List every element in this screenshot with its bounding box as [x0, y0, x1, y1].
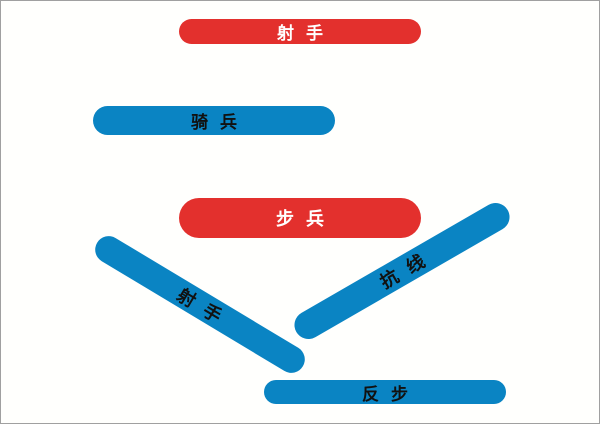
- archer-label: 射手: [277, 24, 335, 44]
- cavalry-label: 骑兵: [191, 113, 249, 133]
- infantry-bar: 步兵: [179, 198, 421, 238]
- cavalry-bar: 骑兵: [93, 106, 335, 135]
- archer-bar-top: 射手: [179, 19, 421, 44]
- infantry-label: 步兵: [276, 209, 336, 230]
- counter-infantry-label: 反步: [362, 384, 420, 405]
- counter-infantry-bar: 反步: [264, 380, 506, 405]
